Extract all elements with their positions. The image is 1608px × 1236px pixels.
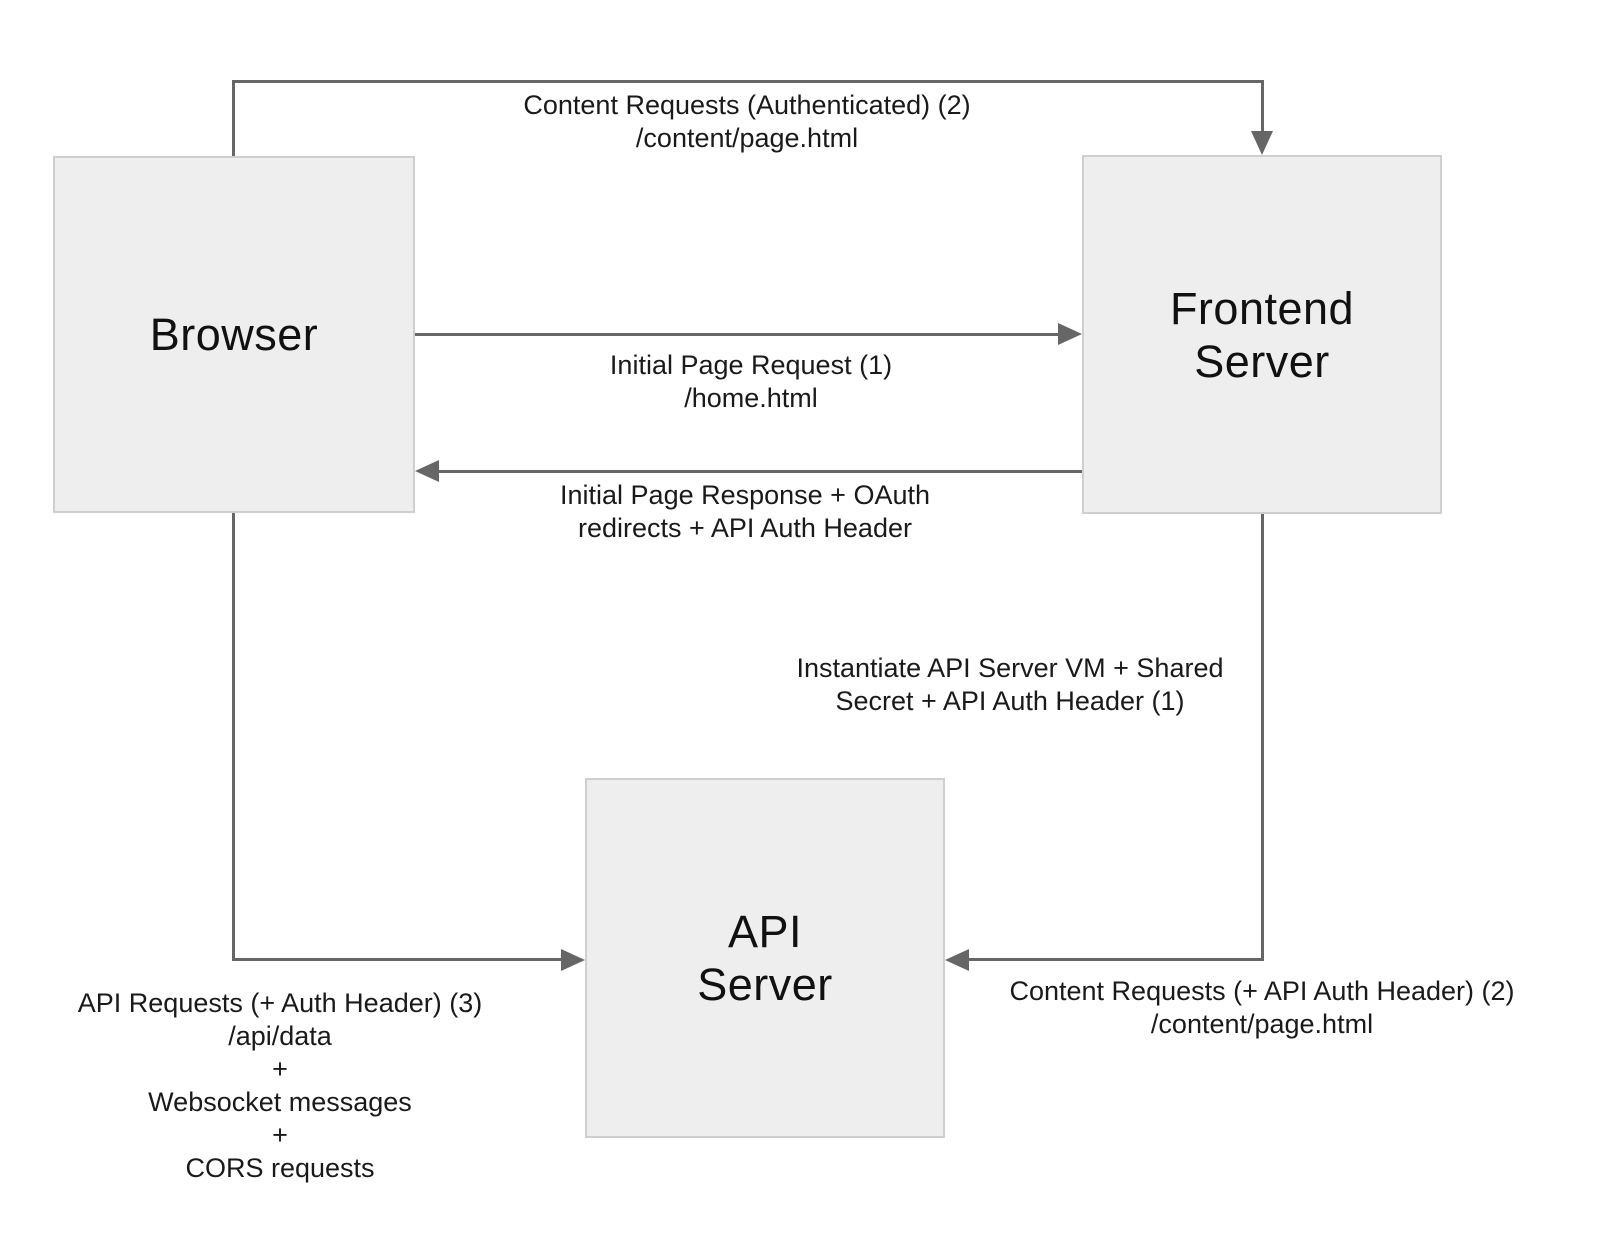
edge-label-line: + <box>272 1120 288 1150</box>
edge-label-line: Secret + API Auth Header (1) <box>835 686 1185 716</box>
edge-label-line: /content/page.html <box>635 123 859 153</box>
edge-label-line: /content/page.html <box>1150 1009 1374 1039</box>
connector-frontend-to-api-horizontal <box>968 958 1264 961</box>
edge-label-content-requests-api-auth: Content Requests (+ API Auth Header) (2)… <box>1009 975 1514 1041</box>
frontend-server-node: Frontend Server <box>1082 155 1442 514</box>
connector-browser-bottom-vertical <box>232 513 235 961</box>
frontend-label-line2: Server <box>1194 335 1330 387</box>
edge-label-line: Content Requests (Authenticated) (2) <box>523 90 971 120</box>
api-server-node: API Server <box>585 778 945 1138</box>
api-label-line2: Server <box>697 959 833 1010</box>
arrowhead-left-icon <box>415 460 439 482</box>
arrowhead-right-icon <box>561 949 585 971</box>
arrowhead-down-icon <box>1251 131 1273 155</box>
connector-browser-to-api-horizontal <box>232 958 562 961</box>
browser-label-text: Browser <box>149 309 319 360</box>
edge-label-line: API Requests (+ Auth Header) (3) <box>77 988 483 1018</box>
edge-label-initial-page-response: Initial Page Response + OAuth redirects … <box>560 479 930 545</box>
edge-label-line: /api/data <box>228 1021 332 1051</box>
edge-label-api-requests: API Requests (+ Auth Header) (3) /api/da… <box>78 987 482 1185</box>
edge-label-line: Instantiate API Server VM + Shared <box>796 653 1224 683</box>
browser-node: Browser <box>53 156 415 513</box>
browser-node-label: Browser <box>150 308 319 361</box>
api-server-node-label: API Server <box>697 905 833 1011</box>
edge-label-initial-page-request: Initial Page Request (1) /home.html <box>610 349 892 415</box>
edge-label-line: CORS requests <box>185 1153 375 1183</box>
edge-label-line: redirects + API Auth Header <box>578 513 912 543</box>
edge-label-content-requests-authenticated: Content Requests (Authenticated) (2) /co… <box>523 89 970 155</box>
api-label-line1: API <box>727 906 803 957</box>
connector-content-auth-horizontal <box>232 80 1264 83</box>
edge-label-line: Content Requests (+ API Auth Header) (2) <box>1009 976 1515 1006</box>
connector-frontend-top-vertical <box>1261 80 1264 134</box>
frontend-server-node-label: Frontend Server <box>1170 282 1354 388</box>
arrowhead-left-icon <box>945 949 969 971</box>
connector-initial-request <box>415 333 1060 336</box>
edge-label-line: Websocket messages <box>148 1087 412 1117</box>
edge-label-line: Initial Page Response + OAuth <box>560 480 930 510</box>
frontend-label-line1: Frontend <box>1169 282 1355 334</box>
arrowhead-right-icon <box>1058 323 1082 345</box>
connector-initial-response <box>438 470 1082 473</box>
edge-label-instantiate-api-server-vm: Instantiate API Server VM + Shared Secre… <box>797 652 1224 718</box>
edge-label-line: Initial Page Request (1) <box>609 350 893 380</box>
edge-label-line: + <box>272 1054 288 1084</box>
edge-label-line: /home.html <box>684 383 818 413</box>
connector-frontend-bottom-vertical <box>1261 514 1264 961</box>
connector-browser-top-vertical <box>232 81 235 156</box>
